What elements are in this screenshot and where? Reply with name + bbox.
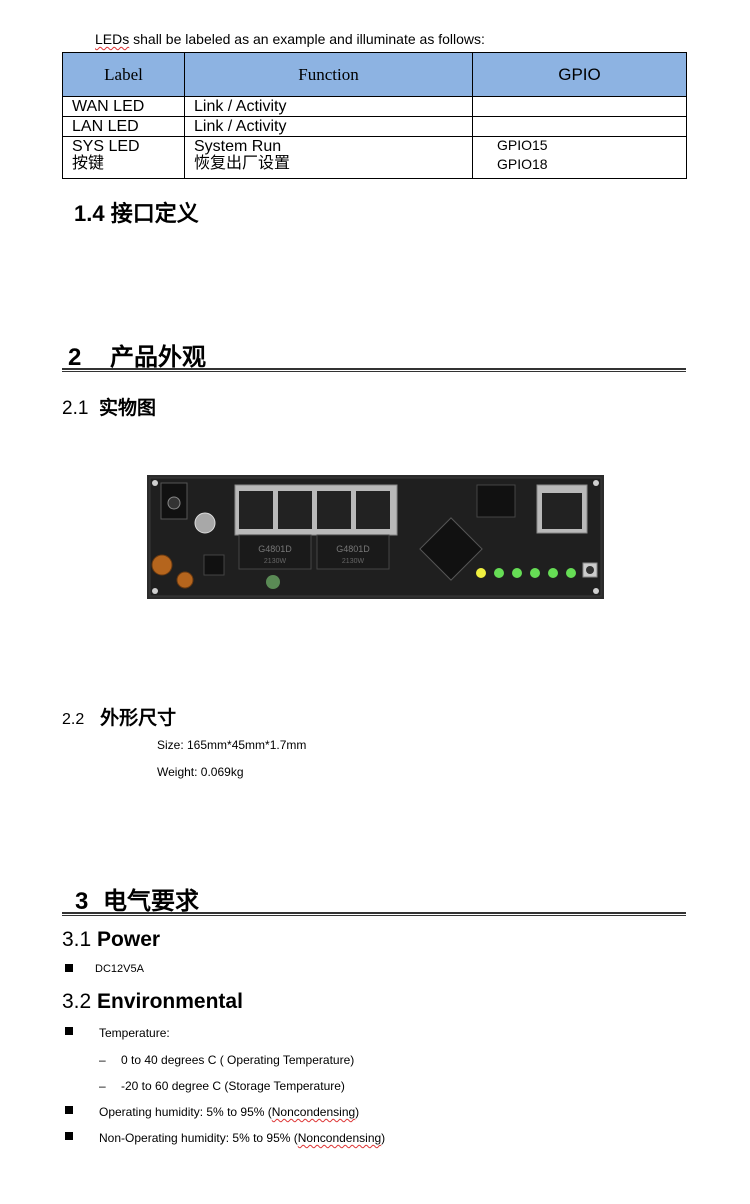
cell-gpio	[472, 116, 687, 137]
mount-hole	[593, 588, 599, 594]
cell-function: Link / Activity	[184, 116, 473, 137]
rj45-port	[278, 491, 312, 529]
board-photo: G4801D 2130W G4801D 2130W	[147, 475, 604, 599]
power-item: DC12V5A	[95, 963, 144, 975]
power-jack	[160, 482, 188, 520]
cell-label: LAN LED	[62, 116, 185, 137]
status-led	[512, 568, 522, 578]
magnetics-chip	[316, 534, 390, 570]
cell-label: WAN LED	[62, 96, 185, 117]
chip-label: G4801D	[336, 544, 370, 554]
section-2-1-number: 2.1	[62, 398, 89, 419]
section-2-title: 产品外观	[110, 344, 206, 371]
chip-label: G4801D	[258, 544, 292, 554]
section-3-rule	[62, 912, 686, 916]
section-3-number: 3	[75, 888, 89, 915]
bullet-square	[65, 1106, 73, 1114]
section-3-1-title: Power	[97, 928, 161, 951]
intro-rest: shall be labeled as an example and illum…	[129, 31, 485, 47]
op-humidity-prefix: Operating humidity: 5% to 95% (	[99, 1105, 272, 1119]
section-3-2-title: Environmental	[97, 990, 243, 1013]
section-1-4-heading: 1.4 接口定义	[74, 201, 199, 226]
dash-marker: –	[99, 1079, 106, 1093]
rj45-port	[239, 491, 273, 529]
spec-weight: Weight: 0.069kg	[157, 765, 244, 779]
cell-function: System Run	[184, 136, 473, 156]
cell-label: 按键	[62, 156, 185, 179]
env-operating-humidity: Operating humidity: 5% to 95% (Nonconden…	[99, 1105, 359, 1119]
section-2-2-title: 外形尺寸	[100, 708, 177, 729]
intro-leds-word: LEDs	[95, 31, 130, 47]
nonop-humidity-word: Noncondensing	[297, 1131, 382, 1145]
op-humidity-word: Noncondensing	[271, 1105, 356, 1119]
dash-marker: –	[99, 1053, 106, 1067]
reset-button-cap	[586, 566, 594, 574]
section-3-1-number: 3.1	[62, 928, 92, 951]
intro-text: LEDs shall be labeled as an example and …	[95, 31, 485, 47]
status-led	[566, 568, 576, 578]
led-table: Label Function GPIO WAN LED Link / Activ…	[62, 52, 687, 179]
section-2-2-heading: 2.2 外形尺寸	[62, 703, 176, 730]
cell-label: SYS LED	[62, 136, 185, 156]
nonop-humidity-suffix: )	[381, 1131, 386, 1145]
section-3-1-heading: 3.1 Power	[62, 928, 160, 952]
status-led	[548, 568, 558, 578]
header-function: Function	[184, 52, 473, 97]
status-led	[530, 568, 540, 578]
table-row: 按键 恢复出厂设置 GPIO18	[62, 156, 687, 179]
cell-gpio	[472, 96, 687, 117]
capacitor	[266, 575, 280, 589]
magnetics-chip	[238, 534, 312, 570]
chip-sublabel: 2130W	[264, 558, 287, 565]
nonop-humidity-prefix: Non-Operating humidity: 5% to 95% (	[99, 1131, 298, 1145]
env-nonoperating-humidity: Non-Operating humidity: 5% to 95% (Nonco…	[99, 1131, 385, 1145]
spec-size: Size: 165mm*45mm*1.7mm	[157, 738, 307, 752]
table-row: SYS LED System Run GPIO15	[62, 136, 687, 156]
mount-hole	[152, 588, 158, 594]
section-2-heading: 2 产品外观	[68, 337, 206, 372]
memory-chip	[476, 484, 516, 518]
chip-sublabel: 2130W	[342, 558, 365, 565]
temp-range-storage: -20 to 60 degree C (Storage Temperature)	[121, 1079, 345, 1093]
rj45-port	[317, 491, 351, 529]
cell-gpio: GPIO18	[472, 156, 687, 179]
bullet-square	[65, 964, 73, 972]
table-header-row: Label Function GPIO	[62, 52, 687, 97]
capacitor	[194, 512, 216, 534]
op-humidity-suffix: )	[355, 1105, 360, 1119]
section-3-2-number: 3.2	[62, 990, 92, 1013]
section-3-heading: 3 电气要求	[75, 881, 199, 916]
section-2-1-title: 实物图	[98, 398, 156, 419]
bullet-square	[65, 1132, 73, 1140]
section-2-1-heading: 2.1 实物图	[62, 393, 156, 420]
table-row: LAN LED Link / Activity	[62, 116, 687, 137]
power-jack-pin	[167, 496, 181, 510]
section-3-title: 电气要求	[103, 888, 199, 915]
cell-function: 恢复出厂设置	[184, 156, 473, 179]
small-chip	[203, 554, 225, 576]
header-gpio: GPIO	[472, 52, 687, 97]
env-temperature: Temperature:	[99, 1026, 170, 1040]
cell-function: Link / Activity	[184, 96, 473, 117]
mount-hole	[593, 480, 599, 486]
rj45-port	[356, 491, 390, 529]
section-2-2-number: 2.2	[62, 711, 85, 728]
mount-hole	[152, 480, 158, 486]
section-2-rule	[62, 368, 686, 372]
status-led	[476, 568, 486, 578]
temp-range-operating: 0 to 40 degrees C ( Operating Temperatur…	[121, 1053, 355, 1067]
soc-chip	[419, 517, 483, 581]
rj45-port	[542, 493, 582, 529]
bullet-square	[65, 1027, 73, 1035]
cell-gpio: GPIO15	[472, 136, 687, 156]
section-3-2-heading: 3.2 Environmental	[62, 990, 243, 1014]
inductor	[151, 554, 173, 576]
table-row: WAN LED Link / Activity	[62, 96, 687, 117]
header-label: Label	[62, 52, 185, 97]
section-2-number: 2	[68, 344, 82, 371]
status-led	[494, 568, 504, 578]
inductor	[176, 571, 194, 589]
